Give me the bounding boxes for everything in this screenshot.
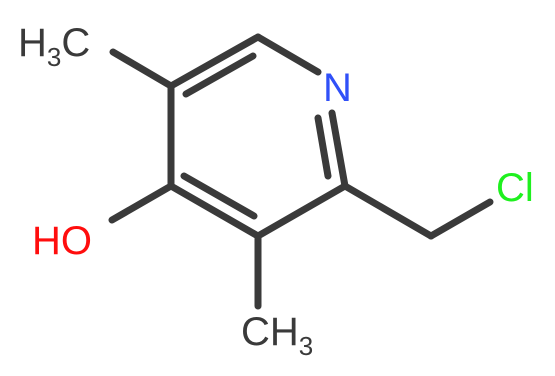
bond-c5-methyl [109,48,175,90]
methyl-top-subscript: 3 [47,42,61,72]
bond-n1-c2-inner [314,114,332,180]
methyl-top-c: C [61,21,90,65]
methyl-bottom-ch: CH [241,310,299,354]
bond-c6-n1 [254,33,322,76]
methyl-bottom-label: CH3 [241,310,313,361]
chlorine-atom-label: Cl [496,166,534,210]
bond-c2-c3 [254,182,349,240]
nitrogen-atom-label: N [323,66,352,110]
bond-n1-c2 [328,109,349,190]
hydroxyl-group-label: HO [32,219,92,263]
bond-c3-c4 [167,182,262,240]
hydroxyl-h: H [32,219,61,263]
methyl-bottom-subscript: 3 [299,331,313,361]
bond-c3-c4-inner [180,172,258,220]
bond-c5-c6 [167,33,262,90]
bond-c4-oxygen [108,182,175,224]
methyl-top-h: H [18,21,47,65]
bonds [108,33,494,310]
hydroxyl-o: O [61,219,92,263]
bond-ch2-cl [427,198,494,240]
bond-c5-c6-inner [182,52,257,98]
bond-c2-ch2 [341,182,435,240]
methyl-top-label: H3C [18,21,90,72]
